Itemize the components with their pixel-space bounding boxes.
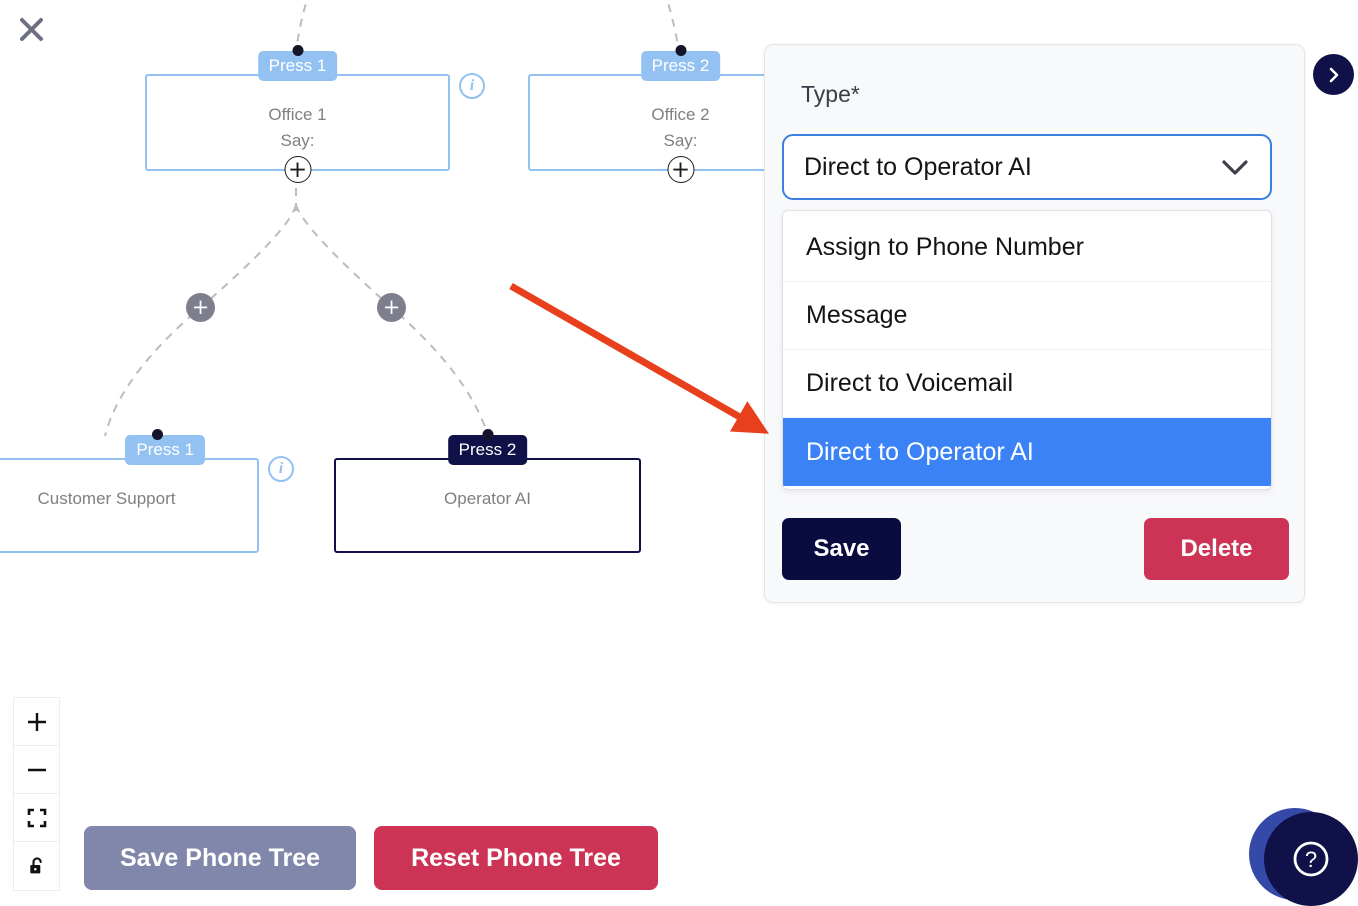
tree-node-operator-ai[interactable]: Press 2 Operator AI <box>334 429 641 553</box>
type-field-label: Type* <box>801 81 860 107</box>
add-child-button[interactable]: + <box>284 156 311 183</box>
dropdown-option-assign-to-phone-number[interactable]: Assign to Phone Number <box>783 214 1271 282</box>
panel-collapse-button[interactable] <box>1313 54 1354 95</box>
node-badge-label: Press 1 <box>136 440 194 459</box>
lock-toggle-button[interactable] <box>14 842 59 890</box>
add-child-icon: + <box>287 156 308 183</box>
dropdown-option-direct-to-operator-ai[interactable]: Direct to Operator AI <box>783 418 1271 486</box>
reset-phone-tree-button[interactable]: Reset Phone Tree <box>374 826 658 890</box>
close-icon <box>19 17 43 41</box>
node-title-text: Operator AI <box>444 489 531 508</box>
node-properties-panel: Type* Direct to Operator AI Assign to Ph… <box>764 44 1305 603</box>
plus-icon: + <box>382 295 401 319</box>
svg-text:?: ? <box>1305 847 1317 872</box>
node-anchor-dot <box>675 45 686 56</box>
info-icon-glyph: i <box>278 460 284 477</box>
node-badge-press-1[interactable]: Press 1 <box>125 435 205 465</box>
node-title-text: Customer Support <box>37 489 176 508</box>
node-title-text: Office 2 <box>651 105 710 124</box>
type-select[interactable]: Direct to Operator AI <box>782 134 1272 200</box>
node-badge-label: Press 1 <box>268 56 327 75</box>
add-branch-button-right[interactable]: + <box>377 293 406 322</box>
dropdown-option-label: Direct to Voicemail <box>806 369 1014 397</box>
node-title-customer-support: Customer Support <box>0 486 257 512</box>
info-icon-glyph: i <box>469 77 475 94</box>
dropdown-option-label: Assign to Phone Number <box>806 233 1084 261</box>
add-child-button[interactable]: + <box>667 156 694 183</box>
dropdown-option-label: Message <box>806 301 908 329</box>
add-child-icon: + <box>670 156 691 183</box>
fit-view-button[interactable] <box>14 794 59 842</box>
node-title-operator-ai: Operator AI <box>444 486 531 512</box>
zoom-in-button[interactable] <box>14 698 59 746</box>
add-branch-button-left[interactable]: + <box>186 293 215 322</box>
dropdown-option-message[interactable]: Message <box>783 282 1271 350</box>
node-badge-press-2[interactable]: Press 2 <box>640 51 721 81</box>
close-button[interactable] <box>14 12 48 46</box>
plus-icon: + <box>191 295 210 319</box>
node-title-office-1: Office 1 Say: <box>268 102 326 154</box>
info-icon-customer-support[interactable]: i <box>268 456 294 482</box>
dropdown-option-direct-to-voicemail[interactable]: Direct to Voicemail <box>783 350 1271 418</box>
unlocked-padlock-icon <box>29 857 42 874</box>
question-mark-icon: ? <box>1293 841 1329 877</box>
node-badge-press-2[interactable]: Press 2 <box>447 435 528 465</box>
node-anchor-dot <box>292 45 303 56</box>
type-select-value: Direct to Operator AI <box>804 152 1032 181</box>
node-badge-label: Press 2 <box>458 440 517 459</box>
tree-node-office-1[interactable]: Press 1 Office 1 Say: + <box>145 45 450 183</box>
save-phone-tree-button[interactable]: Save Phone Tree <box>84 826 356 890</box>
node-title-text: Office 1 <box>268 105 327 124</box>
info-icon-office-1[interactable]: i <box>459 73 485 99</box>
zoom-controls[interactable] <box>13 697 60 891</box>
node-subtitle-text: Say: <box>663 131 698 150</box>
node-anchor-dot <box>482 429 493 440</box>
type-dropdown-list[interactable]: Assign to Phone Number Message Direct to… <box>782 210 1272 490</box>
node-anchor-dot <box>152 429 163 440</box>
plus-icon <box>27 712 46 731</box>
delete-node-button[interactable]: Delete <box>1144 518 1289 580</box>
minus-icon <box>27 768 46 771</box>
chevron-right-icon <box>1329 67 1338 82</box>
tree-node-customer-support[interactable]: Press 1 Customer Support <box>0 429 259 553</box>
save-node-button[interactable]: Save <box>782 518 901 580</box>
zoom-out-button[interactable] <box>14 746 59 794</box>
node-badge-press-1[interactable]: Press 1 <box>257 51 338 81</box>
dropdown-option-label: Direct to Operator AI <box>806 437 1034 466</box>
fit-view-icon <box>27 808 46 827</box>
node-badge-label: Press 2 <box>651 56 710 75</box>
node-title-office-2: Office 2 Say: <box>651 102 709 154</box>
node-subtitle-text: Say: <box>280 131 315 150</box>
chevron-down-icon <box>1220 158 1250 177</box>
help-button[interactable]: ? <box>1264 812 1358 906</box>
